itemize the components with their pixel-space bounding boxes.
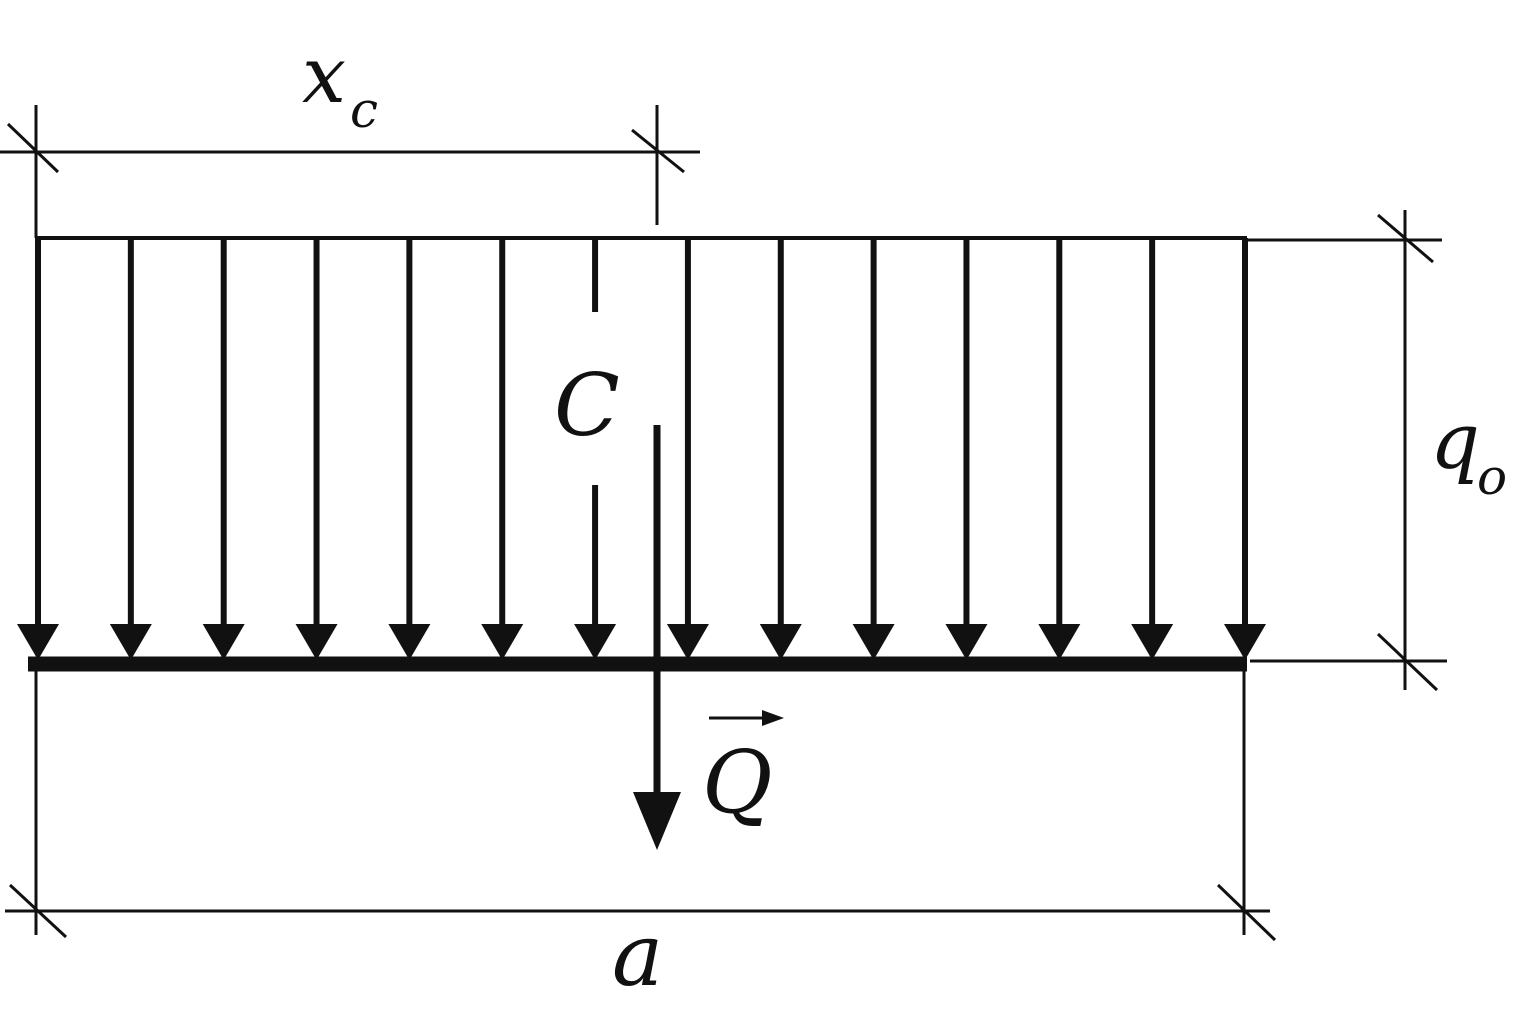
load-arrow bbox=[852, 238, 895, 660]
load-arrow bbox=[481, 238, 524, 660]
length-label: a bbox=[612, 906, 663, 1006]
a-tick-left bbox=[8, 883, 68, 939]
load-arrow bbox=[109, 238, 152, 660]
a-dimension bbox=[5, 668, 1277, 942]
centroid-label: C bbox=[554, 356, 620, 456]
resultant-arrow bbox=[633, 425, 681, 850]
q-dimension bbox=[1247, 210, 1447, 692]
load-arrow bbox=[1131, 238, 1174, 660]
load-arrow bbox=[574, 238, 617, 660]
load-arrow bbox=[202, 238, 245, 660]
vector-overarrow-icon bbox=[709, 710, 784, 726]
load-arrow bbox=[295, 238, 338, 660]
load-arrow bbox=[17, 238, 59, 660]
xc-label-subscript: c bbox=[350, 81, 378, 139]
load-arrow bbox=[666, 238, 709, 660]
xc-tick-left bbox=[6, 122, 60, 174]
q-tick-bottom bbox=[1376, 632, 1439, 692]
load-arrow bbox=[759, 238, 802, 660]
load-arrow bbox=[1038, 238, 1081, 660]
load-arrow bbox=[945, 238, 988, 660]
load-arrow bbox=[1224, 238, 1266, 660]
xc-dimension bbox=[0, 105, 700, 238]
a-tick-right bbox=[1216, 883, 1277, 942]
load-arrows bbox=[17, 238, 1266, 660]
xc-label: x bbox=[302, 31, 346, 121]
q-label: q bbox=[1430, 397, 1480, 487]
load-arrow bbox=[388, 238, 431, 660]
q-tick-top bbox=[1377, 213, 1434, 264]
resultant-label: Q bbox=[702, 733, 773, 833]
q-label-subscript: o bbox=[1477, 448, 1507, 506]
xc-tick-right bbox=[631, 128, 685, 174]
